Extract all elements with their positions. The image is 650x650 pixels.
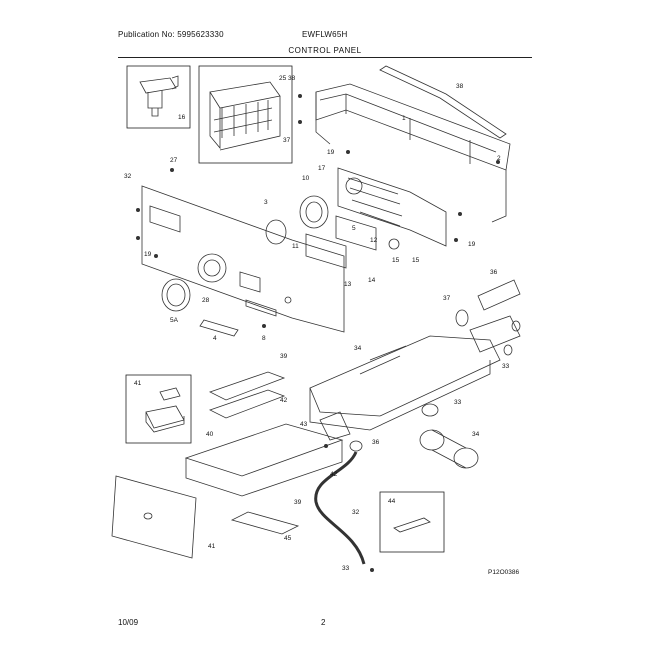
inset-46 bbox=[125, 374, 192, 444]
footer-date: 10/09 bbox=[118, 618, 139, 627]
callout-46: 41 bbox=[134, 380, 142, 387]
publication-number: Publication No: 5995623330 bbox=[118, 30, 224, 39]
inset-17 bbox=[126, 65, 191, 129]
fill-hose bbox=[455, 279, 521, 327]
callout-4: 4 bbox=[213, 335, 217, 342]
callout-19b: 19 bbox=[468, 241, 476, 248]
callout-40: 36 bbox=[490, 269, 498, 276]
control-panel-frame bbox=[315, 65, 511, 223]
callout-9: 10 bbox=[302, 175, 310, 182]
callout-44b: 39 bbox=[294, 499, 302, 506]
callout-10: 11 bbox=[292, 243, 299, 250]
drain-hose bbox=[314, 451, 366, 565]
callout-16: 17 bbox=[318, 165, 326, 172]
inset-20 bbox=[198, 65, 293, 164]
footer-page: 2 bbox=[321, 618, 326, 627]
callout-39: 34 bbox=[354, 345, 362, 352]
callout-18: 19 bbox=[144, 251, 152, 258]
callout-28: 32 bbox=[124, 173, 132, 180]
callout-48: 41 bbox=[208, 543, 216, 550]
callout-44: 39 bbox=[280, 353, 288, 360]
callout-45: 40 bbox=[206, 431, 214, 438]
callout-42: 37 bbox=[283, 137, 291, 144]
callout-15: 15 bbox=[412, 257, 420, 264]
model-number: EWFLW65H bbox=[302, 30, 348, 39]
callout-1: 1 bbox=[402, 115, 406, 122]
inset-49 bbox=[379, 491, 445, 553]
callout-36: 33 bbox=[502, 363, 510, 370]
callout-49: 44 bbox=[388, 498, 396, 505]
callout-5: 5 bbox=[352, 225, 356, 232]
callout-2: 2 bbox=[497, 155, 501, 162]
knobs-and-dials bbox=[265, 195, 377, 269]
callout-43: 38 bbox=[456, 83, 464, 90]
callout-32: 32 bbox=[352, 509, 360, 516]
callout-14: 15 bbox=[392, 257, 400, 264]
bellows-gasket bbox=[419, 429, 479, 469]
callout-34: 33 bbox=[342, 565, 350, 572]
inlet-valve bbox=[469, 315, 521, 356]
callout-19: 19 bbox=[327, 149, 335, 156]
callout-5a: 5A bbox=[170, 317, 179, 324]
callout-8: 8 bbox=[262, 335, 266, 342]
detergent-drawer bbox=[184, 371, 344, 497]
drawer-front bbox=[111, 475, 197, 559]
callout-17: 16 bbox=[178, 114, 186, 121]
callout-47b: 42 bbox=[330, 471, 338, 478]
callout-37: 34 bbox=[472, 431, 480, 438]
callout-27: 28 bbox=[202, 297, 210, 304]
callout-47: 42 bbox=[280, 397, 288, 404]
console-front-panel bbox=[141, 185, 345, 333]
callout-43b: 38 bbox=[288, 75, 296, 82]
lever-4 bbox=[199, 319, 239, 337]
callout-20: 25 bbox=[279, 75, 287, 82]
bezel-ring-inner bbox=[166, 283, 186, 307]
callout-38: 33 bbox=[454, 399, 462, 406]
dispenser-housing bbox=[309, 335, 501, 441]
callout-12: 13 bbox=[344, 281, 352, 288]
seal-33 bbox=[349, 440, 363, 452]
control-board bbox=[337, 167, 447, 250]
callout-labels: 16 25 38 38 37 1 19 27 32 17 2 3 10 11 1… bbox=[124, 75, 519, 576]
callout-3: 3 bbox=[264, 199, 268, 206]
callout-25: 27 bbox=[170, 157, 178, 164]
header-rule bbox=[118, 57, 532, 58]
screws bbox=[136, 94, 500, 572]
callout-50: 45 bbox=[284, 535, 292, 542]
callout-47a: 43 bbox=[300, 421, 308, 428]
bezel-ring-5a bbox=[161, 278, 191, 312]
drawing-number: P12O0386 bbox=[488, 569, 519, 576]
seal-38 bbox=[421, 403, 439, 417]
tray-50 bbox=[230, 511, 300, 535]
callout-33: 36 bbox=[372, 439, 380, 446]
callout-11: 12 bbox=[370, 237, 378, 244]
section-title: CONTROL PANEL bbox=[288, 46, 362, 55]
callout-41: 37 bbox=[443, 295, 451, 302]
callout-13: 14 bbox=[368, 277, 376, 284]
